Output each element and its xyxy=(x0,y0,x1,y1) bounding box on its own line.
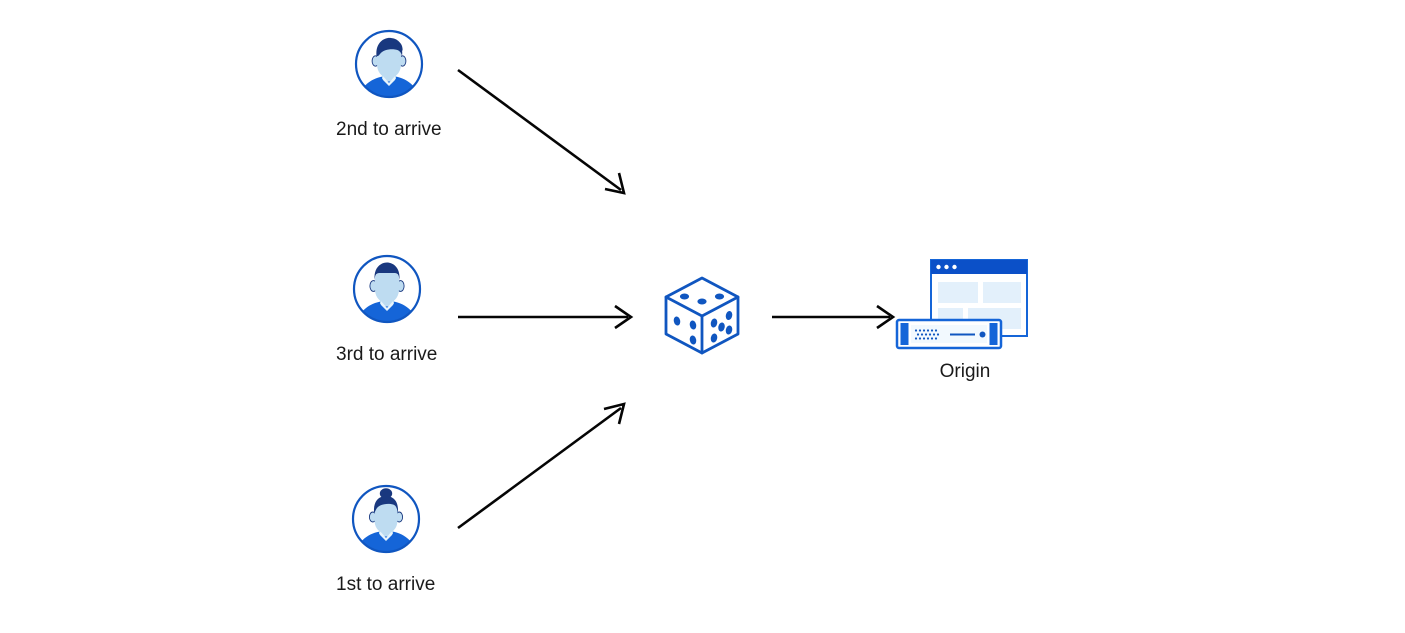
origin-label: Origin xyxy=(939,361,991,382)
origin-node[interactable]: Origin xyxy=(895,258,1035,381)
user-avatar-icon xyxy=(350,483,422,555)
arrow-3rd-to-balancer xyxy=(458,304,634,330)
client-label-2nd: 2nd to arrive xyxy=(336,119,442,140)
server-device xyxy=(895,318,1003,350)
load-balancer-node[interactable] xyxy=(659,272,745,358)
user-avatar-icon xyxy=(353,28,425,100)
user-avatar-icon xyxy=(351,253,423,325)
arrow-2nd-to-balancer xyxy=(457,68,626,195)
dice-icon xyxy=(659,272,745,363)
client-node-1st[interactable]: 1st to arrive xyxy=(336,483,435,594)
origin-server-icon xyxy=(895,258,1035,363)
arrow-1st-to-balancer xyxy=(457,402,626,530)
client-node-3rd[interactable]: 3rd to arrive xyxy=(336,253,437,364)
client-node-2nd[interactable]: 2nd to arrive xyxy=(336,28,442,139)
client-label-1st: 1st to arrive xyxy=(336,574,436,595)
arrow-balancer-to-origin xyxy=(772,304,896,330)
client-label-3rd: 3rd to arrive xyxy=(336,344,438,365)
